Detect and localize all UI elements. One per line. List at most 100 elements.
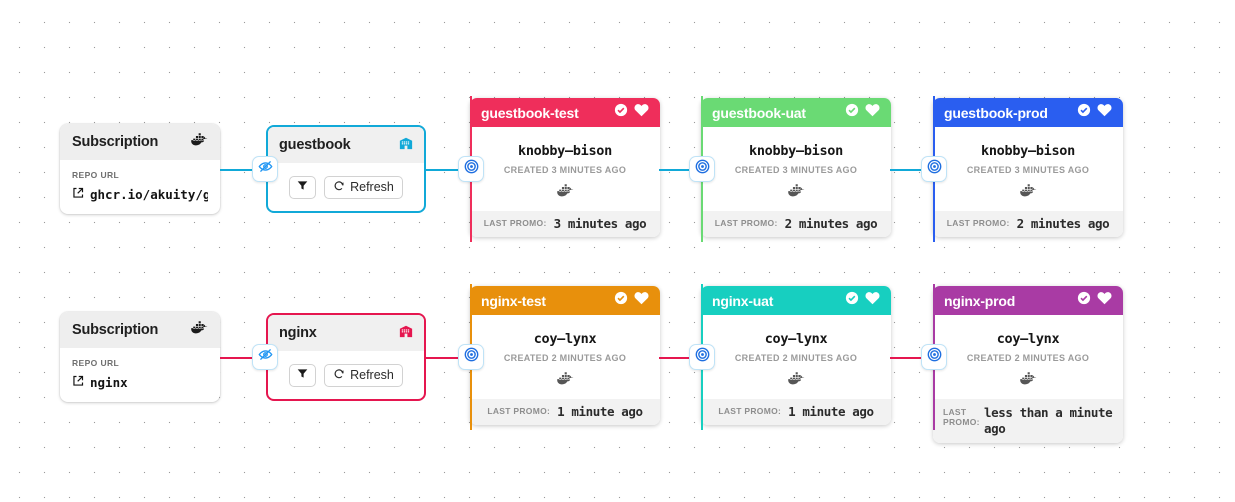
freight-name: knobby–bison [518,143,612,159]
freight-created: CREATED 3 MINUTES AGO [966,165,1090,175]
stage-card-guestbook-uat[interactable]: guestbook-uat knobby–bison CREATED 3 MIN… [701,98,891,237]
heart-icon[interactable] [1097,291,1112,310]
docker-icon [707,184,885,198]
promotion-target-icon [695,347,710,367]
stage-status-icons [845,291,880,310]
stage-card-nginx-uat[interactable]: nginx-uat coy–lynx CREATED 2 MINUTES AGO… [701,286,891,425]
warehouse-actions: Refresh [268,351,424,399]
repo-url-label: REPO URL [72,170,120,180]
heart-icon[interactable] [634,291,649,310]
check-circle-icon[interactable] [1077,291,1091,310]
stage-header: nginx-test [470,286,660,315]
refresh-button[interactable]: Refresh [324,363,403,387]
stage-header: nginx-uat [701,286,891,315]
stage-header: nginx-prod [933,286,1123,315]
freight-created: CREATED 2 MINUTES AGO [966,353,1090,363]
subscription-header: Subscription [60,124,220,160]
freight-name: coy–lynx [996,331,1060,347]
stage-header: guestbook-prod [933,98,1123,127]
check-circle-icon[interactable] [614,291,628,310]
heart-icon[interactable] [865,291,880,310]
docker-icon [191,132,208,152]
promotion-target-icon [464,347,479,367]
edge-subscription-warehouse-nginx [220,357,275,359]
promotion-badge-guestbook-uat[interactable] [689,156,715,182]
stage-card-nginx-test[interactable]: nginx-test coy–lynx CREATED 2 MINUTES AG… [470,286,660,425]
promotion-target-icon [927,347,942,367]
docker-icon [707,372,885,386]
refresh-button-label: Refresh [350,180,394,194]
warehouse-node-nginx[interactable]: nginx [266,313,426,401]
promo-value: less than a minute ago [984,405,1113,436]
stage-name: guestbook-test [481,104,579,121]
docker-icon [476,184,654,198]
stage-card-nginx-prod[interactable]: nginx-prod coy–lynx CREATED 2 MINUTES AG… [933,286,1123,444]
promo-value: 1 minute ago [557,404,643,420]
stage-body: coy–lynx CREATED 2 MINUTES AGO [701,315,891,399]
subscription-body: REPO URL nginx [60,348,220,402]
heart-icon[interactable] [865,103,880,122]
stage-status-icons [614,103,649,122]
freight-name: coy–lynx [533,331,597,347]
subscription-body: REPO URL ghcr.io/akuity/g… [60,160,220,214]
stage-card-guestbook-test[interactable]: guestbook-test knobby–bison CREATED 3 MI… [470,98,660,237]
promotion-badge-nginx-uat[interactable] [689,344,715,370]
docker-icon [191,320,208,340]
edge-warehouse-nginx-test [425,357,473,359]
repo-url-link[interactable]: nginx [72,375,208,390]
promo-value: 3 minutes ago [553,216,647,232]
promo-label: LAST PROMO: [714,218,778,229]
heart-icon[interactable] [1097,103,1112,122]
subscription-node-guestbook[interactable]: Subscription REPO URL ghcr.io/akuity/g… [60,124,220,214]
warehouse-nginx-hidden-badge[interactable] [252,344,278,370]
subscription-node-nginx[interactable]: Subscription REPO URL nginx [60,312,220,402]
warehouse-guestbook-hidden-badge[interactable] [252,156,278,182]
promotion-badge-guestbook-test[interactable] [458,156,484,182]
repo-url-label: REPO URL [72,358,120,368]
stage-body: knobby–bison CREATED 3 MINUTES AGO [933,127,1123,211]
freight-created: CREATED 3 MINUTES AGO [503,165,627,175]
stage-body: coy–lynx CREATED 2 MINUTES AGO [470,315,660,399]
edge-guestbook-test-uat [659,169,707,171]
warehouse-icon [399,136,413,155]
filter-button[interactable] [289,175,317,199]
warehouse-actions: Refresh [268,163,424,211]
stage-footer: LAST PROMO: less than a minute ago [933,399,1123,444]
repo-url-link[interactable]: ghcr.io/akuity/g… [72,187,208,202]
check-circle-icon[interactable] [1077,103,1091,122]
promotion-badge-nginx-prod[interactable] [921,344,947,370]
check-circle-icon[interactable] [845,103,859,122]
stage-name: nginx-uat [712,292,774,309]
stage-body: coy–lynx CREATED 2 MINUTES AGO [933,315,1123,399]
promo-value: 2 minutes ago [784,216,878,232]
docker-icon [939,372,1117,386]
stage-status-icons [1077,103,1112,122]
promo-value: 2 minutes ago [1016,216,1110,232]
subscription-title: Subscription [72,134,159,150]
stage-card-guestbook-prod[interactable]: guestbook-prod knobby–bison CREATED 3 MI… [933,98,1123,237]
stage-header: guestbook-uat [701,98,891,127]
promo-label: LAST PROMO: [487,406,551,417]
filter-icon [297,366,308,384]
promotion-badge-guestbook-prod[interactable] [921,156,947,182]
stage-name: nginx-test [481,292,546,309]
edge-nginx-test-uat [659,357,707,359]
heart-icon[interactable] [634,103,649,122]
warehouse-node-guestbook[interactable]: guestbook [266,125,426,213]
external-link-icon [72,187,84,202]
eye-off-icon [258,159,273,179]
freight-name: coy–lynx [764,331,828,347]
check-circle-icon[interactable] [614,103,628,122]
docker-icon [939,184,1117,198]
promotion-badge-nginx-test[interactable] [458,344,484,370]
stage-footer: LAST PROMO: 3 minutes ago [470,211,660,237]
warehouse-name: nginx [279,325,317,341]
stage-footer: LAST PROMO: 1 minute ago [470,399,660,425]
stage-header: guestbook-test [470,98,660,127]
check-circle-icon[interactable] [845,291,859,310]
subscription-title: Subscription [72,322,159,338]
filter-icon [297,178,308,196]
freight-name: knobby–bison [749,143,843,159]
filter-button[interactable] [289,363,317,387]
refresh-button[interactable]: Refresh [324,175,403,199]
